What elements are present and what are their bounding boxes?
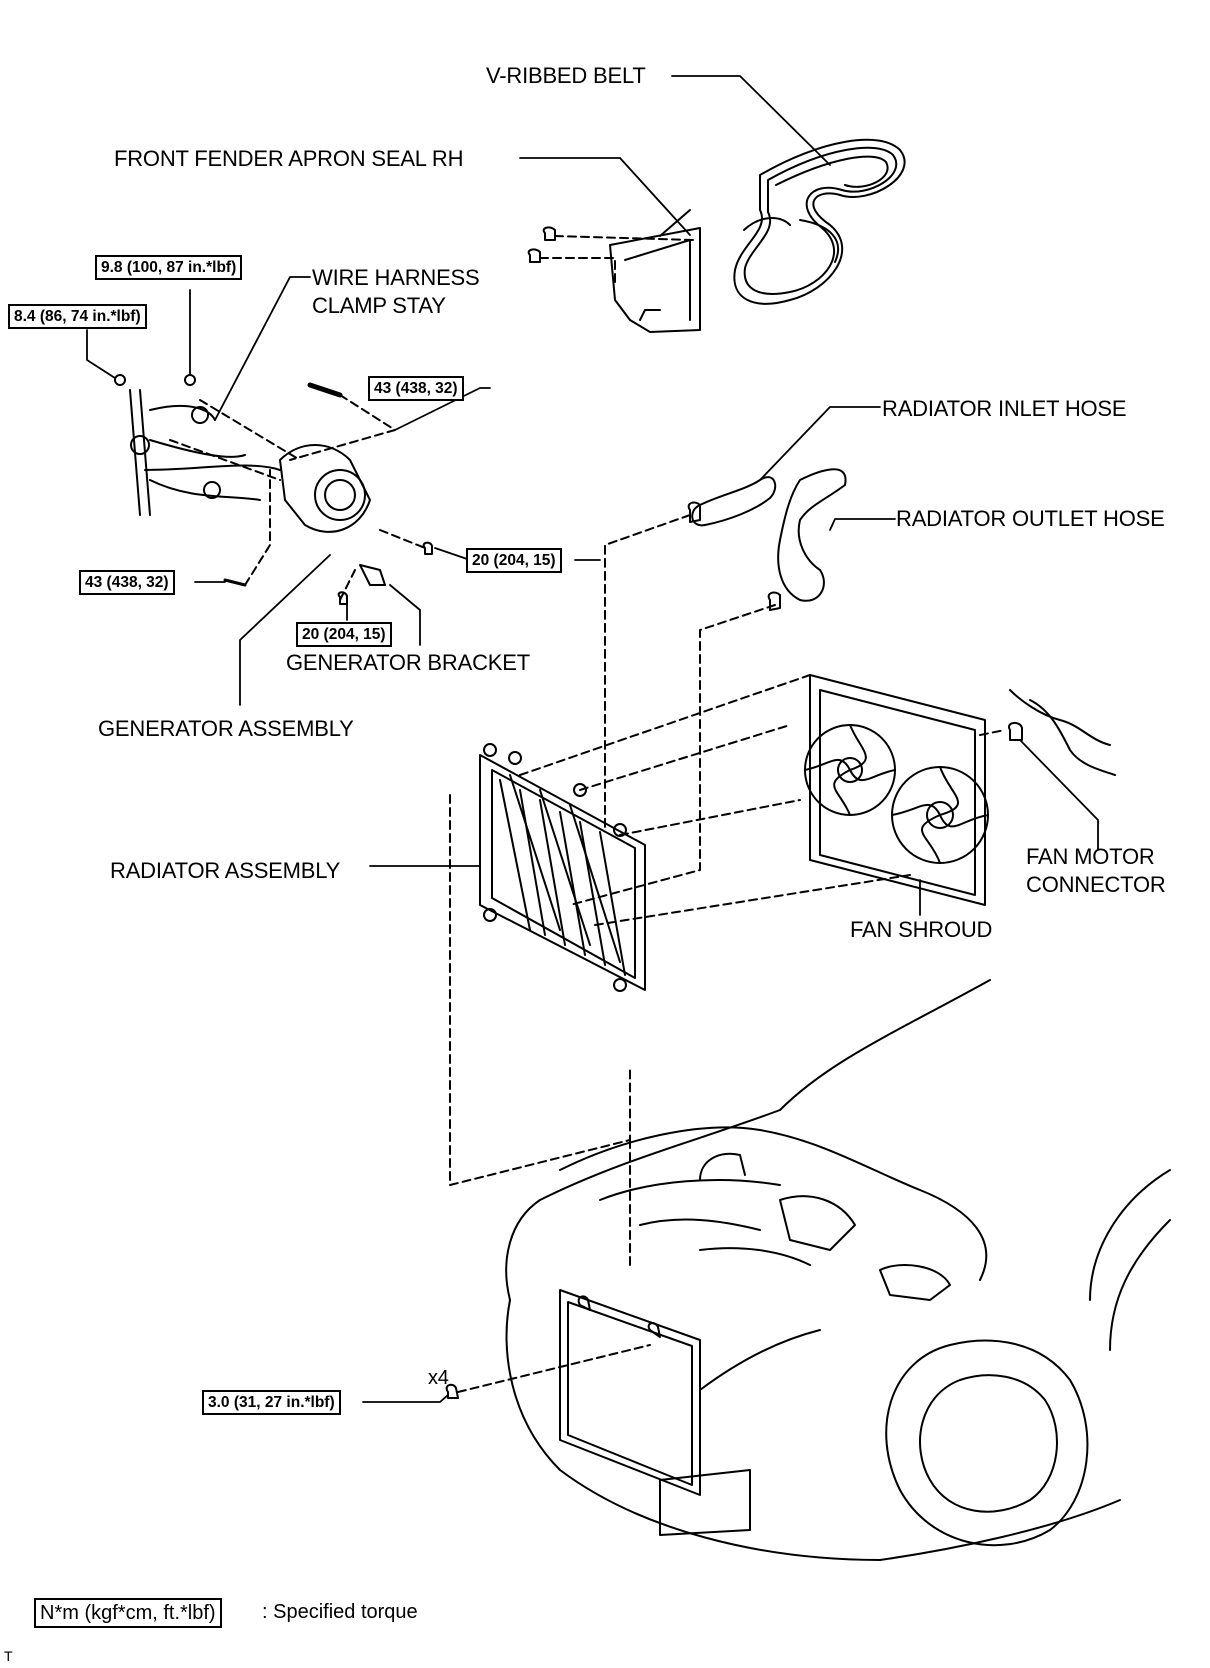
radiator-assembly-label: RADIATOR ASSEMBLY xyxy=(110,858,341,883)
generator-bracket-label: GENERATOR BRACKET xyxy=(286,650,530,675)
torque-spec-8-4: 8.4 (86, 74 in.*lbf) xyxy=(8,304,147,329)
torque-spec-20-lower: 20 (204, 15) xyxy=(296,622,392,647)
generator-assembly-label: GENERATOR ASSEMBLY xyxy=(98,716,354,741)
leader-lines xyxy=(86,75,1099,1403)
vehicle-front-drawing xyxy=(445,979,1171,1561)
wire-harness-label-line1: WIRE HARNESS xyxy=(312,265,480,290)
fan-motor-connector-label-line2: CONNECTOR xyxy=(1026,872,1166,897)
radiator-assembly-drawing xyxy=(449,674,911,1186)
torque-spec-3-0: 3.0 (31, 27 in.*lbf) xyxy=(202,1390,341,1415)
v-ribbed-belt-label: V-RIBBED BELT xyxy=(486,63,646,88)
torque-spec-20-right: 20 (204, 15) xyxy=(466,548,562,573)
wire-harness-label-line2: CLAMP STAY xyxy=(312,293,446,318)
legend-description: : Specified torque xyxy=(262,1601,418,1623)
torque-spec-43-upper: 43 (438, 32) xyxy=(368,376,464,401)
corner-mark: T xyxy=(4,1648,13,1664)
torque-spec-9-8: 9.8 (100, 87 in.*lbf) xyxy=(95,255,243,280)
radiator-hoses-drawing xyxy=(569,468,847,906)
quantity-label: x4 xyxy=(428,1367,449,1389)
fan-motor-connector-label-line1: FAN MOTOR xyxy=(1026,844,1155,869)
fan-shroud-drawing xyxy=(804,674,1116,906)
radiator-outlet-hose-label: RADIATOR OUTLET HOSE xyxy=(896,506,1165,531)
front-fender-apron-seal-label: FRONT FENDER APRON SEAL RH xyxy=(114,146,464,171)
apron-seal-drawing xyxy=(527,209,701,333)
fan-shroud-label: FAN SHROUD xyxy=(850,917,993,942)
legend-unit-box: N*m (kgf*cm, ft.*lbf) xyxy=(34,1598,222,1628)
torque-spec-43-lower: 43 (438, 32) xyxy=(79,570,175,595)
radiator-inlet-hose-label: RADIATOR INLET HOSE xyxy=(882,396,1127,421)
v-ribbed-belt-drawing xyxy=(733,138,906,305)
